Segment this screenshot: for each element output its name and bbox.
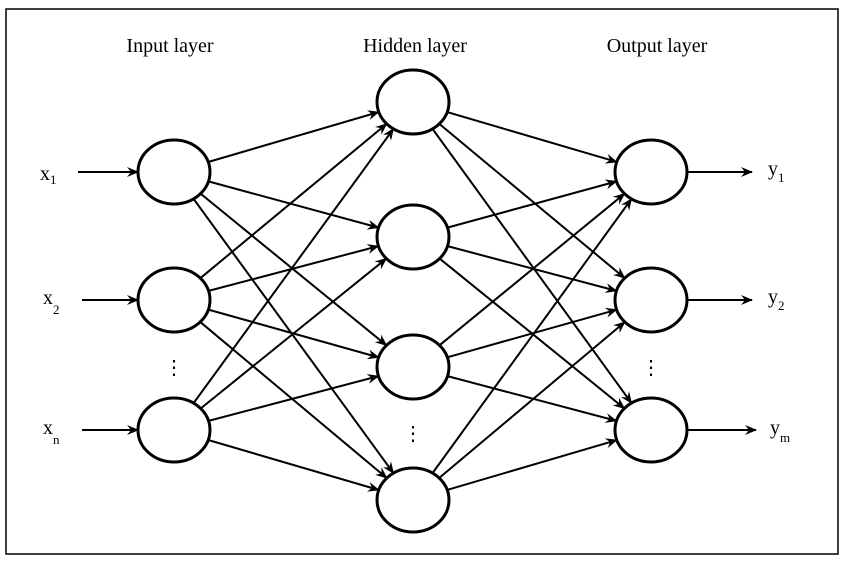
output-layer-title: Output layer: [607, 35, 708, 57]
connection-input-1-hidden-4: [192, 198, 395, 474]
hidden-node-1: [375, 68, 451, 136]
connection-input-3-hidden-3: [208, 374, 380, 422]
input-label-1: x1: [40, 163, 57, 187]
connection-input-2-hidden-4: [199, 321, 388, 479]
input-ellipsis: ⋮: [164, 357, 184, 379]
connection-hidden-4-output-3: [446, 438, 618, 491]
output-node-2: [613, 266, 689, 334]
connection-hidden-2-output-1: [447, 179, 618, 229]
connection-hidden-1-output-1: [446, 111, 618, 164]
connection-input-2-hidden-1: [199, 123, 388, 279]
input-label-2: x2: [43, 287, 60, 317]
hidden-ellipsis: ⋮: [403, 423, 423, 445]
hidden-layer-title: Hidden layer: [363, 35, 467, 57]
connections: [192, 110, 633, 492]
output-label-m: ym: [770, 417, 790, 445]
hidden-node-2: [375, 203, 451, 271]
connection-input-3-hidden-4: [207, 439, 380, 492]
connection-input-3-hidden-1: [192, 128, 395, 404]
connection-hidden-4-output-1: [431, 198, 633, 474]
input-node-2: [136, 266, 212, 334]
output-label-2: y2: [768, 286, 785, 313]
connection-input-3-hidden-2: [200, 257, 388, 410]
hidden-node-4: [375, 466, 451, 534]
connection-hidden-3-output-1: [438, 192, 626, 347]
input-label-n: xn: [43, 417, 60, 447]
connection-hidden-4-output-2: [438, 321, 626, 479]
connection-hidden-3-output-3: [447, 375, 618, 423]
connection-hidden-3-output-2: [447, 307, 618, 359]
output-node-1: [613, 138, 689, 206]
input-node-3: [136, 396, 212, 464]
nodes: [136, 68, 689, 534]
hidden-node-3: [375, 333, 451, 401]
connection-hidden-1-output-3: [431, 128, 633, 404]
output-ellipsis: ⋮: [641, 357, 661, 379]
connection-input-1-hidden-1: [207, 110, 380, 163]
output-node-3: [613, 396, 689, 464]
connection-input-1-hidden-2: [208, 180, 380, 230]
input-layer-title: Input layer: [126, 35, 214, 57]
input-node-1: [136, 138, 212, 206]
connection-input-2-hidden-2: [208, 244, 380, 292]
output-label-1: y1: [768, 158, 785, 185]
io-arrows: [78, 167, 757, 435]
